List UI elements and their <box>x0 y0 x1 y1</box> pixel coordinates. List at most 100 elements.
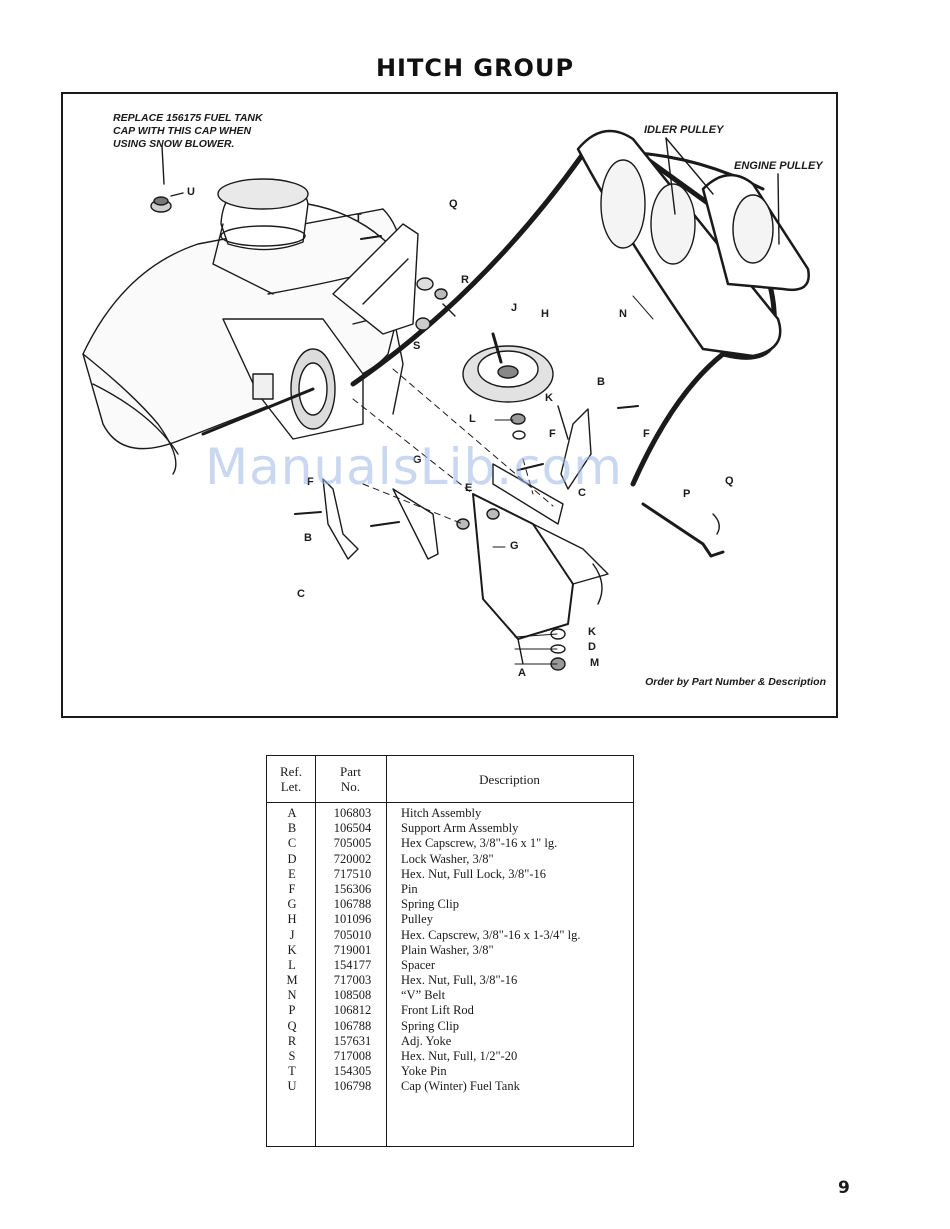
cell-part-number: 106504 <box>333 821 372 836</box>
header-part-no: Part No. <box>315 764 386 794</box>
hitch-pulley <box>462 332 554 440</box>
cell-ref-letter: D <box>287 851 297 866</box>
page-number: 9 <box>838 1178 850 1198</box>
cell-part-number: 106788 <box>333 897 372 912</box>
header-ref-line-2: Let. <box>280 779 302 794</box>
table-row: D 720002 Lock Washer, 3/8" <box>267 852 633 867</box>
callout-f-center: F <box>549 428 556 440</box>
cell-ref-letter: G <box>287 897 297 912</box>
header-description: Description <box>479 772 540 787</box>
cell-description: Yoke Pin <box>401 1064 447 1079</box>
cell-part-number: 719001 <box>333 942 372 957</box>
cell-description: Hex. Nut, Full, 1/2"-20 <box>401 1049 518 1063</box>
cell-description: Lock Washer, 3/8" <box>401 851 494 866</box>
fuel-cap-part <box>150 145 184 213</box>
callout-b-right: B <box>597 376 605 388</box>
table-row: L 154177 Spacer <box>267 958 633 973</box>
cell-part-number: 717008 <box>333 1049 372 1063</box>
header-ref-line-1: Ref. <box>279 764 303 779</box>
callout-c-right: C <box>578 487 586 499</box>
cell-part-number: 156306 <box>333 881 372 896</box>
cell-description: “V” Belt <box>401 988 446 1003</box>
callout-k-upper: K <box>545 392 553 404</box>
cell-part-number: 108508 <box>333 988 372 1003</box>
fuel-cap-note: REPLACE 156175 FUEL TANK CAP WITH THIS C… <box>113 112 293 151</box>
callout-d: D <box>588 641 596 653</box>
diagram-drawing <box>82 129 810 671</box>
page-title: HITCH GROUP <box>375 54 575 82</box>
cell-part-number: 154177 <box>333 957 372 972</box>
callout-e: E <box>465 482 473 494</box>
cell-description: Hex. Nut, Full, 3/8"-16 <box>401 973 518 988</box>
cell-part-number: 720002 <box>333 851 372 866</box>
cell-ref-letter: U <box>287 1079 297 1094</box>
cell-ref-letter: Q <box>287 1018 297 1033</box>
cell-description: Plain Washer, 3/8" <box>401 942 494 957</box>
cell-ref-letter: J <box>289 927 295 942</box>
cell-description: Pulley <box>401 912 433 927</box>
cell-description: Hex. Capscrew, 3/8"-16 x 1-3/4" lg. <box>401 927 581 942</box>
front-lift-rod <box>641 502 725 558</box>
callout-r: R <box>461 274 469 286</box>
cell-description: Support Arm Assembly <box>401 821 519 836</box>
callout-b-left: B <box>304 532 312 544</box>
cell-description: Spring Clip <box>401 1018 459 1033</box>
callout-h: H <box>541 308 549 320</box>
cell-ref-letter: N <box>287 988 297 1003</box>
cell-description: Hex. Nut, Full Lock, 3/8"-16 <box>401 866 547 881</box>
header-ref-let: Ref. Let. <box>267 764 315 794</box>
cell-description: Pin <box>401 881 418 896</box>
header-rule <box>267 802 633 803</box>
cell-ref-letter: A <box>287 806 297 820</box>
callout-q-top: Q <box>449 198 458 210</box>
callout-s: S <box>413 340 421 352</box>
cell-ref-letter: B <box>287 821 297 836</box>
cell-part-number: 106788 <box>333 1018 372 1033</box>
cell-ref-letter: H <box>287 912 297 927</box>
alignment-lines <box>352 368 554 525</box>
callout-k-lower: K <box>588 626 596 638</box>
cell-part-number: 106798 <box>333 1079 372 1094</box>
cell-part-number: 106812 <box>333 1003 372 1018</box>
cell-description: Spacer <box>401 957 436 972</box>
header-part-line-2: No. <box>340 779 361 794</box>
leader-lines <box>492 295 654 665</box>
cell-ref-letter: C <box>287 836 297 851</box>
cell-description: Front Lift Rod <box>401 1003 474 1018</box>
callout-j: J <box>511 302 518 314</box>
cell-ref-letter: P <box>288 1003 296 1018</box>
cell-part-number: 705010 <box>333 927 372 942</box>
header-part-line-1: Part <box>340 764 361 779</box>
table-row: P 106812 Front Lift Rod <box>267 1003 633 1018</box>
fasteners <box>294 235 639 671</box>
callout-l: L <box>469 413 476 425</box>
callout-f-left: F <box>307 476 314 488</box>
table-row: J 705010 Hex. Capscrew, 3/8"-16 x 1-3/4" l… <box>267 928 633 943</box>
cell-part-number: 717510 <box>333 866 372 881</box>
cell-ref-letter: L <box>288 957 296 972</box>
cell-part-number: 154305 <box>333 1064 372 1079</box>
order-note: Order by Part Number & Description <box>645 676 826 688</box>
cell-part-number: 157631 <box>333 1033 372 1048</box>
table-row: G 106788 Spring Clip <box>267 897 633 912</box>
table-row: Q 106788 Spring Clip <box>267 1019 633 1034</box>
callout-a: A <box>518 667 526 679</box>
table-row: N 108508 “V” Belt <box>267 988 633 1003</box>
note-line-3: USING SNOW BLOWER. <box>113 138 235 150</box>
cell-description: Spring Clip <box>401 897 459 912</box>
cell-ref-letter: S <box>288 1049 296 1063</box>
callout-p: P <box>683 488 691 500</box>
cell-part-number: 717003 <box>333 973 372 988</box>
rear-bracket <box>332 223 419 335</box>
callout-c-left: C <box>297 588 305 600</box>
